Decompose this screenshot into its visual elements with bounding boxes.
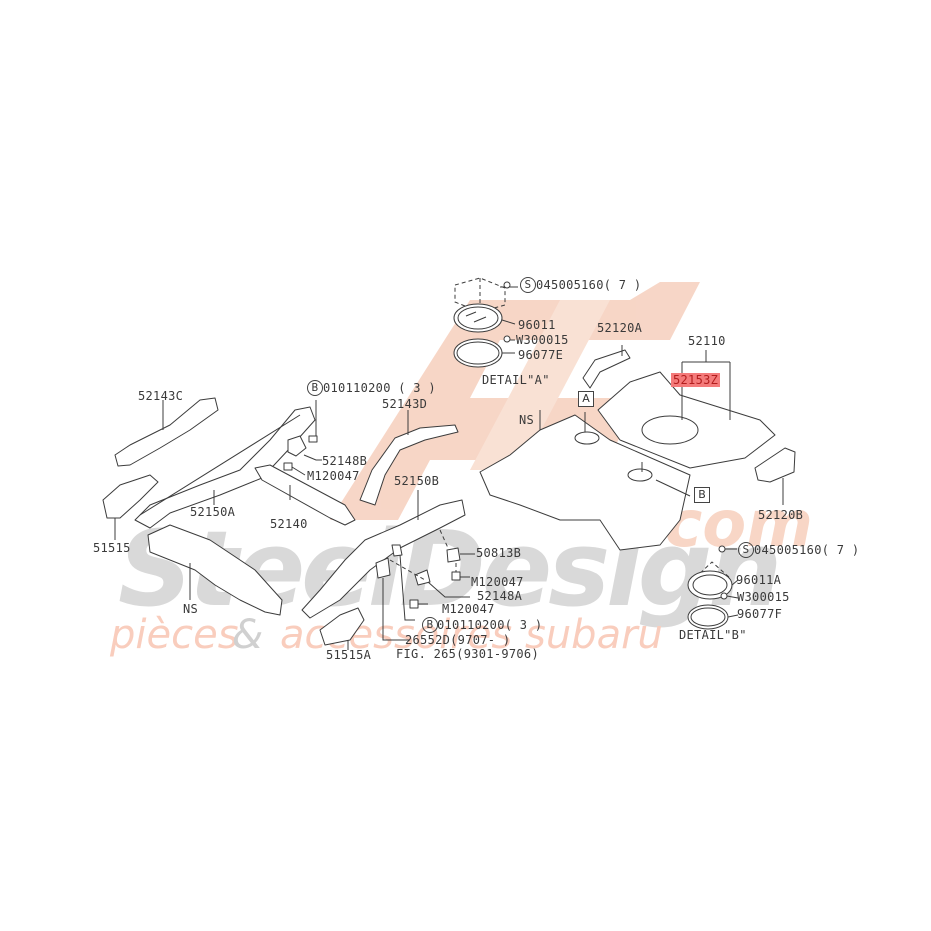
part-NS-floor[interactable]: NS <box>519 413 535 427</box>
detail-b-screw-part[interactable]: 045005160( 7 ) <box>754 543 860 557</box>
detail-a-washer-part[interactable]: W300015 <box>516 333 569 347</box>
detail-a-plug-part[interactable]: 96011 <box>518 318 556 332</box>
part-52140[interactable]: 52140 <box>270 517 308 531</box>
detail-b-washer-part[interactable]: W300015 <box>737 590 790 604</box>
part-M120047-mid[interactable]: M120047 <box>471 575 524 589</box>
detail-b-drawing <box>687 545 739 630</box>
part-50813B[interactable]: 50813B <box>476 546 522 560</box>
detail-a-screw-part[interactable]: 045005160( 7 ) <box>536 278 642 292</box>
detail-b-seal-part[interactable]: 96077F <box>737 607 783 621</box>
part-010110200-top[interactable]: 010110200 ( 3 ) <box>323 381 436 395</box>
part-52143C[interactable]: 52143C <box>138 389 184 403</box>
part-52143D[interactable]: 52143D <box>382 397 428 411</box>
part-52110[interactable]: 52110 <box>688 334 726 348</box>
detail-b-title: DETAIL"B" <box>679 628 747 642</box>
part-52150A[interactable]: 52150A <box>190 505 236 519</box>
bolt-b-marker-top: B <box>307 380 323 396</box>
part-NS-tunnel[interactable]: NS <box>183 602 199 616</box>
detail-b-screw-marker: S <box>738 542 754 558</box>
marker-a: A <box>578 391 594 407</box>
part-52120B[interactable]: 52120B <box>758 508 804 522</box>
part-51515[interactable]: 51515 <box>93 541 131 555</box>
detail-b-plug-part[interactable]: 96011A <box>736 573 782 587</box>
watermark-tagline-left: pièces <box>110 612 239 658</box>
part-52150B[interactable]: 52150B <box>394 474 440 488</box>
part-M120047-low[interactable]: M120047 <box>442 602 495 616</box>
part-52148B[interactable]: 52148B <box>322 454 368 468</box>
detail-a-seal-part[interactable]: 96077E <box>518 348 564 362</box>
detail-a-drawing <box>453 277 518 368</box>
bolt-b-marker-low: B <box>422 617 438 633</box>
watermark-tagline-amp: & <box>232 612 264 658</box>
marker-b: B <box>694 487 710 503</box>
part-52153Z-highlighted[interactable]: 52153Z <box>671 373 721 387</box>
part-52148A[interactable]: 52148A <box>477 589 523 603</box>
detail-a-screw-marker: S <box>520 277 536 293</box>
detail-a-title: DETAIL"A" <box>482 373 550 387</box>
part-M120047-top[interactable]: M120047 <box>307 469 360 483</box>
part-51515A[interactable]: 51515A <box>326 648 372 662</box>
part-010110200-low[interactable]: 010110200( 3 ) <box>437 618 543 632</box>
part-26552D[interactable]: 26552D(9707- ) <box>405 633 511 647</box>
figure-reference[interactable]: FIG. 265(9301-9706) <box>396 647 539 661</box>
part-52120A[interactable]: 52120A <box>597 321 643 335</box>
